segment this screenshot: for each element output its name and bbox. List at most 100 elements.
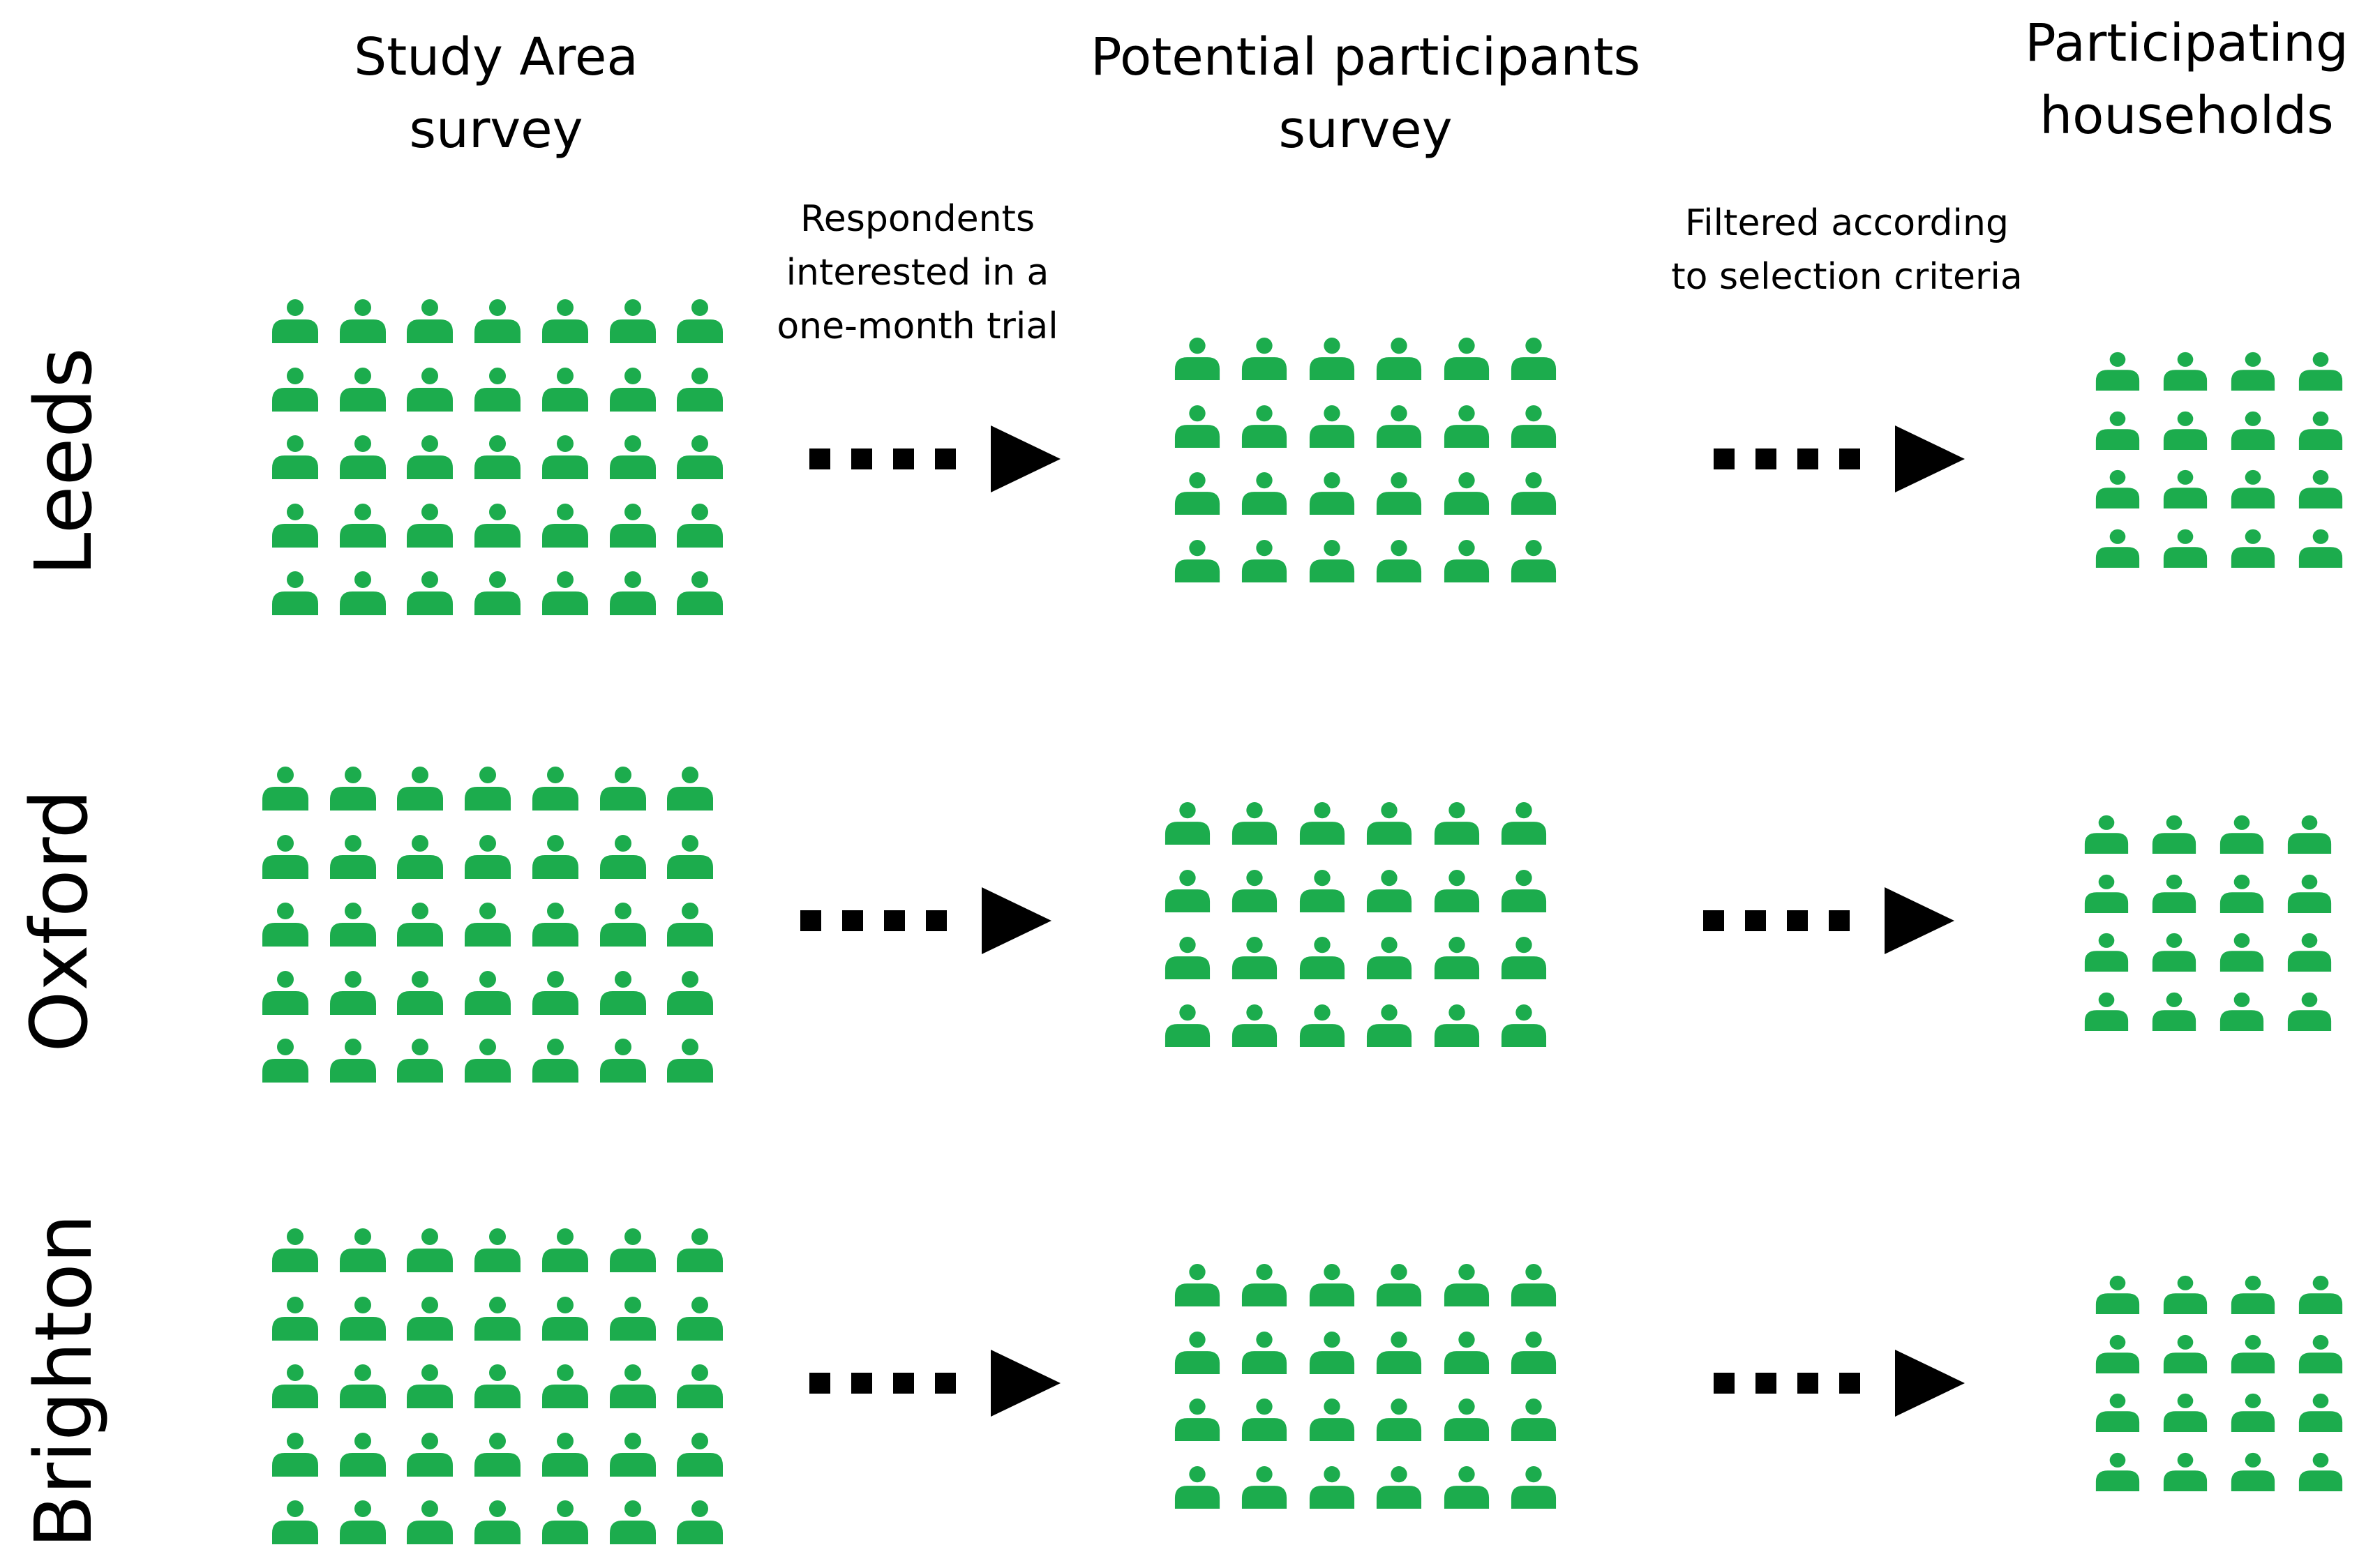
- person-icon: [1367, 869, 1412, 912]
- person-icon: [541, 367, 588, 412]
- person-icon: [2084, 874, 2129, 913]
- person-icon: [2095, 352, 2140, 391]
- person-icon: [1232, 801, 1278, 845]
- column-title-line1: Potential participants: [1090, 27, 1641, 87]
- person-icon: [474, 299, 521, 343]
- person-icon: [1377, 1466, 1422, 1509]
- person-icon: [1444, 1263, 1489, 1306]
- person-icon: [1299, 1004, 1345, 1048]
- transition-label-interested: Respondents interested in a one-month tr…: [777, 193, 1058, 354]
- person-icon: [339, 1364, 386, 1408]
- person-icon: [1165, 869, 1211, 912]
- person-icon: [262, 903, 308, 947]
- person-icon: [474, 367, 521, 412]
- person-icon: [1242, 1466, 1287, 1509]
- person-icon: [272, 435, 318, 479]
- person-icon: [1511, 337, 1557, 380]
- person-icon: [1242, 1399, 1287, 1442]
- person-icon: [609, 1432, 656, 1477]
- person-icon: [1377, 1331, 1422, 1374]
- dotted-arrow-icon: [1714, 1350, 1965, 1417]
- dotted-arrow-icon: [1703, 887, 1954, 954]
- person-icon: [541, 1296, 588, 1341]
- person-icon: [1377, 405, 1422, 448]
- person-icon: [1232, 937, 1278, 980]
- person-icon: [1309, 405, 1354, 448]
- person-icon: [465, 1039, 511, 1083]
- person-icon: [2095, 411, 2140, 450]
- person-icon: [1242, 1331, 1287, 1374]
- person-icon: [1501, 937, 1547, 980]
- person-icon: [1232, 869, 1278, 912]
- person-icon: [2152, 933, 2196, 972]
- person-icon: [474, 1432, 521, 1477]
- person-icon: [541, 503, 588, 548]
- person-icon: [1444, 337, 1489, 380]
- person-icon: [541, 571, 588, 615]
- person-icon: [2084, 815, 2129, 854]
- person-icon: [667, 903, 714, 947]
- person-icon: [272, 1364, 318, 1408]
- person-icon: [2219, 815, 2264, 854]
- person-icon: [2163, 1275, 2208, 1314]
- person-icon: [609, 571, 656, 615]
- person-icon: [599, 767, 646, 811]
- dotted-arrow-icon: [1714, 425, 1965, 492]
- person-icon: [339, 299, 386, 343]
- person-icon: [272, 503, 318, 548]
- person-icon: [1174, 1466, 1220, 1509]
- person-icon: [609, 435, 656, 479]
- person-icon: [2298, 1275, 2343, 1314]
- person-icon: [339, 1500, 386, 1544]
- column-title-participating-households: Participating households: [2025, 7, 2349, 152]
- person-icon: [272, 1500, 318, 1544]
- person-icon: [609, 1500, 656, 1544]
- person-icon: [2095, 470, 2140, 509]
- person-icon: [474, 1228, 521, 1272]
- person-icon: [397, 970, 444, 1015]
- person-icon: [1165, 1004, 1211, 1048]
- person-icon: [2298, 1452, 2343, 1492]
- person-icon: [262, 767, 308, 811]
- person-icon: [2287, 815, 2332, 854]
- person-icon: [667, 1039, 714, 1083]
- person-icon: [667, 834, 714, 879]
- person-icon: [1309, 1263, 1354, 1306]
- person-icon: [667, 970, 714, 1015]
- person-icon: [2163, 529, 2208, 568]
- person-icon: [1367, 1004, 1412, 1048]
- person-icon: [1299, 869, 1345, 912]
- person-icon: [532, 970, 578, 1015]
- person-icon: [677, 367, 724, 412]
- person-icon: [272, 367, 318, 412]
- person-icon: [2219, 874, 2264, 913]
- person-icon: [1309, 1466, 1354, 1509]
- person-icon: [541, 1500, 588, 1544]
- person-icon: [474, 571, 521, 615]
- person-icon: [407, 1296, 454, 1341]
- person-icon: [262, 834, 308, 879]
- person-icon: [1309, 1399, 1354, 1442]
- person-icon: [474, 503, 521, 548]
- person-icon: [2219, 933, 2264, 972]
- person-icon: [1511, 1263, 1557, 1306]
- person-icon: [397, 1039, 444, 1083]
- person-icon: [2231, 470, 2275, 509]
- person-icon: [1299, 937, 1345, 980]
- person-icon: [1377, 1399, 1422, 1442]
- person-icon: [407, 1364, 454, 1408]
- person-icon: [2298, 352, 2343, 391]
- person-icon: [407, 1228, 454, 1272]
- row-label-brighton: Brighton: [19, 1214, 110, 1548]
- person-icon: [1242, 405, 1287, 448]
- person-icon: [1174, 1331, 1220, 1374]
- person-icon: [465, 767, 511, 811]
- person-icon: [1444, 1331, 1489, 1374]
- person-icon: [262, 970, 308, 1015]
- person-icon: [272, 571, 318, 615]
- person-icon: [1511, 1331, 1557, 1374]
- person-icon: [532, 903, 578, 947]
- person-icon: [532, 767, 578, 811]
- person-icon: [609, 299, 656, 343]
